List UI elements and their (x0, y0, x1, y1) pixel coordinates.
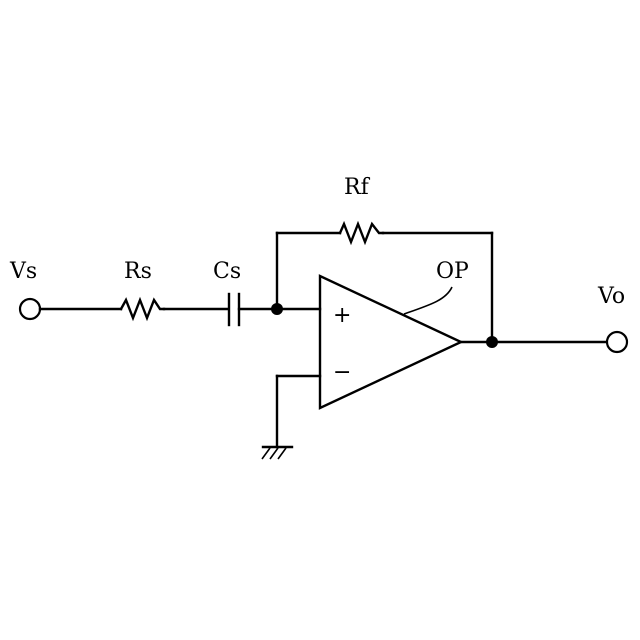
ground-symbol (262, 447, 292, 459)
label-rf: Rf (344, 175, 371, 200)
output-terminal (607, 332, 627, 352)
opamp-plus-sign: + (333, 303, 351, 328)
label-vs: Vs (9, 259, 37, 284)
opamp-leader-line (404, 287, 452, 314)
junction-output-node (486, 336, 498, 348)
label-vo: Vo (597, 284, 625, 309)
label-op: OP (436, 259, 469, 284)
label-cs: Cs (213, 259, 241, 284)
resistor-rs (121, 300, 164, 318)
input-terminal (20, 299, 40, 319)
opamp-triangle (320, 276, 461, 408)
resistor-rf (340, 224, 383, 242)
opamp-minus-sign: − (333, 360, 351, 385)
label-rs: Rs (124, 259, 152, 284)
